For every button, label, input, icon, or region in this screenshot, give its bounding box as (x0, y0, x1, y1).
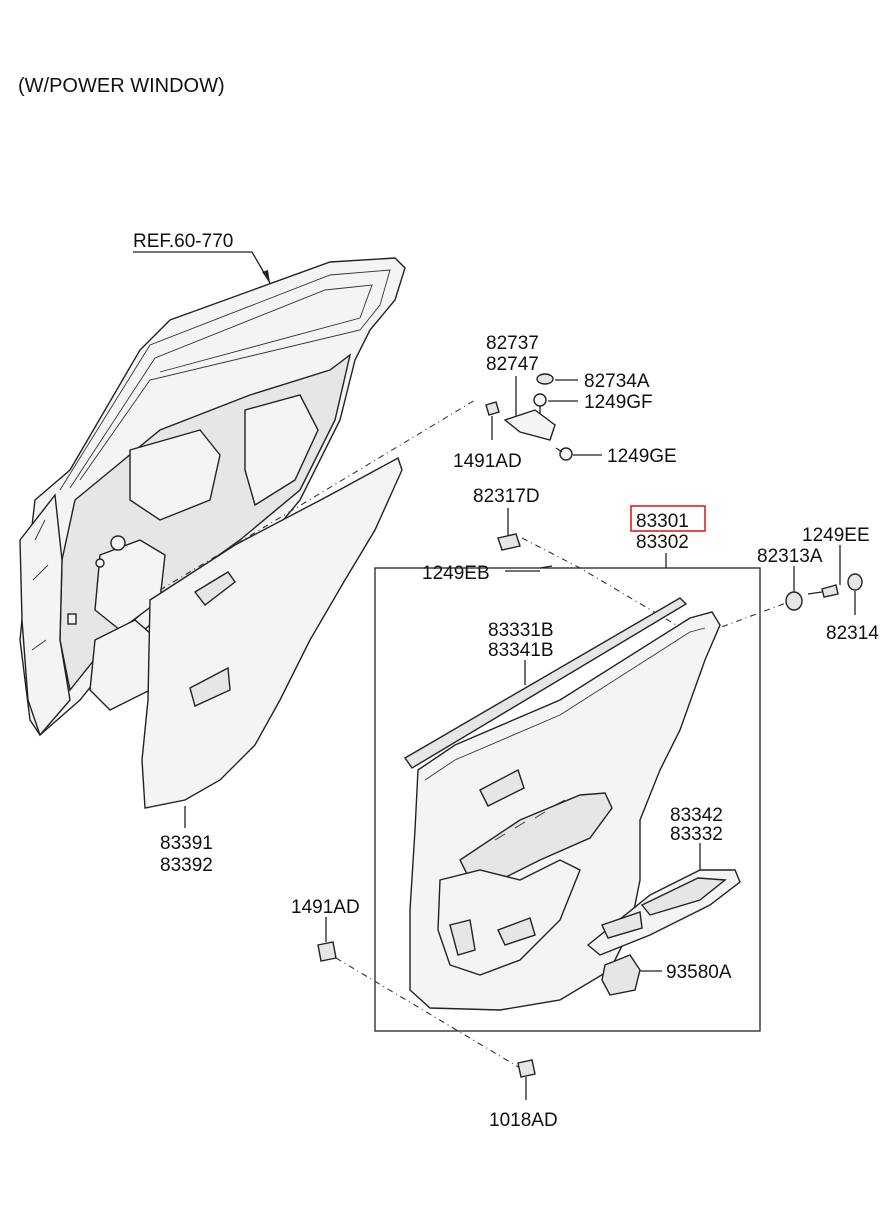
label-1249gf: 1249GF (584, 392, 653, 413)
label-83331b: 83331B (488, 620, 554, 641)
screw-1249ee-shank (807, 591, 823, 595)
bracket-82317d (497, 533, 521, 551)
label-1249ee: 1249EE (802, 525, 870, 546)
cap-82314 (847, 573, 863, 591)
label-83391: 83391 (160, 833, 213, 854)
label-1491ad-top: 1491AD (453, 451, 522, 472)
label-82737: 82737 (486, 333, 539, 354)
screw-1018ad (517, 1059, 536, 1078)
power-window-switch (601, 954, 641, 996)
leader-ref (133, 251, 271, 284)
highlight-box-83301 (630, 505, 706, 532)
clip-1491ad-bottom (317, 941, 337, 962)
door-separator-sheet (141, 456, 403, 809)
screw-1249ge (559, 447, 573, 461)
label-83392: 83392 (160, 855, 213, 876)
door-frame (19, 257, 406, 737)
guide-line-1491ad (335, 957, 521, 1069)
trim-assembly-box (374, 567, 761, 1032)
label-83302: 83302 (636, 532, 689, 553)
diagram-title: (W/POWER WINDOW) (18, 75, 225, 97)
label-82747: 82747 (486, 354, 539, 375)
door-trim-panel (409, 611, 721, 1011)
label-82313a: 82313A (757, 546, 823, 567)
label-83301: 83301 (636, 511, 689, 532)
label-82314: 82314 (826, 623, 879, 644)
screw-1249ge-shank (555, 447, 563, 453)
label-82734a: 82734A (584, 371, 650, 392)
label-ref: REF.60-770 (133, 231, 233, 252)
label-93580a: 93580A (666, 962, 732, 983)
label-1018ad: 1018AD (489, 1110, 558, 1131)
guide-line-82313a (707, 602, 787, 633)
label-83341b: 83341B (488, 640, 554, 661)
label-83342: 83342 (670, 805, 723, 826)
pull-cup (479, 768, 525, 807)
screw-1249gf (533, 393, 547, 407)
separator-cutout-upper (193, 571, 236, 606)
separator-cutout-lower (189, 666, 231, 707)
handle-bracket-part (503, 409, 556, 441)
cap-82734a (536, 373, 554, 385)
grommet-82313a (785, 591, 803, 611)
screw-1249ee-head (821, 584, 839, 598)
label-1249eb: 1249EB (422, 563, 490, 584)
belt-weatherstrip (403, 597, 688, 769)
separator-guide-line (159, 399, 476, 591)
leader-ref-arrow (262, 270, 270, 283)
clip-1491ad-top (485, 401, 500, 416)
label-82317d: 82317D (473, 486, 540, 507)
label-83332: 83332 (670, 824, 723, 845)
label-1249ge: 1249GE (607, 446, 677, 467)
label-1491ad-bottom: 1491AD (291, 897, 360, 918)
